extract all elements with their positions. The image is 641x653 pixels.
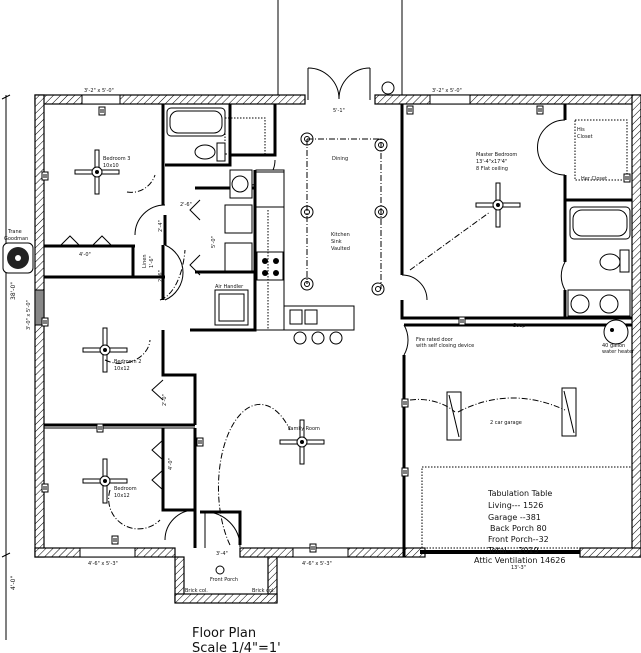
bedroom3-label: Bedroom 3 [103,156,130,162]
master-label: Master Bedroom [476,152,517,158]
closet-shelf [574,119,628,181]
water-heater-label-2: water heater [602,349,635,355]
bedroom2-size: 10x12 [114,366,130,372]
ceiling-light-icon [371,282,385,296]
master-ceiling: 8 Flat ceiling [476,166,508,172]
linen-size: 1'-6" [149,256,155,268]
master-sinks [567,289,631,317]
plan-scale: Scale 1/4"=1' [192,641,281,653]
washer-dryer [224,204,253,272]
porch-light-icon [215,565,225,575]
his-closet-label-1: His [577,127,585,133]
entry-door-dim: 3'-4" [216,551,228,557]
room-labels: Bedroom 3 10x10 4'-0" Linen 1'-6" 2'-6" … [79,127,635,594]
electrical-circuits [104,138,566,546]
kitchen-sink-label: Sink [331,239,342,245]
fire-door-label-1: Fire rated door [416,337,454,343]
master-bathtub [569,206,631,240]
sink-1 [229,169,253,199]
window-dim-top-right: 3'-2" x 5'-0" [432,88,462,94]
his-closet-label-2: Closet [577,134,593,140]
dining-label: Dining [332,156,348,162]
garage-label: 2 car garage [490,420,522,426]
bedroom2-label: Bedroom 2 [114,359,141,365]
tab-total: Total----2019 [487,546,539,555]
closet-dim: 4'-0" [79,252,91,258]
tabulation-box [421,466,633,549]
water-heater [603,319,629,345]
dining-french-doors[interactable] [307,67,371,100]
tab-attic: Attic Ventilation 14626 [474,556,565,565]
porch-depth-label: 4'-0" [10,576,17,590]
her-closet-label: Her Closet [581,176,607,182]
window-dim-bottom-left: 4'-6" x 5'-3" [88,561,118,567]
window-dim-left: 3'-0" x 5'-0" [26,300,32,330]
master-size: 13'-4"x17'4" [476,159,507,165]
tabulation-table: Tabulation Table Living--- 1526 Garage -… [474,489,565,571]
laundry-dim: 5'-0" [211,236,217,248]
overall-depth-label: 38'-0" [10,282,17,300]
brick-col-left: Brick col. [185,588,208,594]
family-room-label: Family Room [288,426,320,432]
exterior-light-icon [381,81,395,95]
tab-title: Tabulation Table [487,489,552,498]
kitchen-counter [255,169,355,345]
dining-door-dim: 5'-1" [333,108,345,114]
hvac-unit [2,242,34,274]
master-toilet [599,249,630,273]
pantry-shelf [224,117,266,155]
bedroom2-closet-dim: 2'-0" [162,394,168,406]
bedroom3-size: 10x10 [103,163,119,169]
front-porch-label: Front Porch [210,577,238,583]
hvac-label-1: Trane [7,229,22,235]
fire-door-label-2: with self closing device [416,343,474,349]
tab-back-porch: Back Porch 80 [490,524,547,533]
linen-label: Linen [142,254,148,268]
hvac-label-2: Goodman [4,236,28,242]
plan-title: Floor Plan [192,626,256,641]
soap-label: Soap [513,323,525,329]
door-dim-1: 2'-4" [158,220,164,232]
bedroom1-label: Bedroom [114,486,137,492]
tab-garage: Garage --381 [488,513,541,522]
bathtub-1 [166,107,226,137]
closet-bifold-doors[interactable] [59,199,201,491]
air-handler-unit [214,289,249,326]
door-dim-2: 2'-6" [158,270,164,282]
toilet-1 [194,142,226,162]
garage-doors-openers [446,387,577,441]
water-heater-label-1: 40 gallon [602,343,625,349]
tab-front-porch: Front Porch--32 [488,535,549,544]
kitchen-vaulted-label: Vaulted [331,246,350,252]
interior-walls [44,104,632,557]
hall-dim: 2'-6" [180,202,192,208]
tab-living: Living--- 1526 [488,501,543,510]
kitchen-label: Kitchen [331,232,350,238]
window-dim-bottom-right: 4'-6" x 5'-3" [302,561,332,567]
bedroom1-closet-dim: 4'-0" [168,458,174,470]
bedroom1-size: 10x12 [114,493,130,499]
tab-attic-sub: 13'-3" [511,565,526,571]
ceiling-fan-icon [475,182,521,228]
air-handler-label: Air Handler [215,284,244,290]
brick-col-right: Brick col. [252,588,275,594]
window-dim-top-left: 3'-2" x 5'-0" [84,88,114,94]
windows [34,94,471,558]
left-dimension [1,94,11,640]
